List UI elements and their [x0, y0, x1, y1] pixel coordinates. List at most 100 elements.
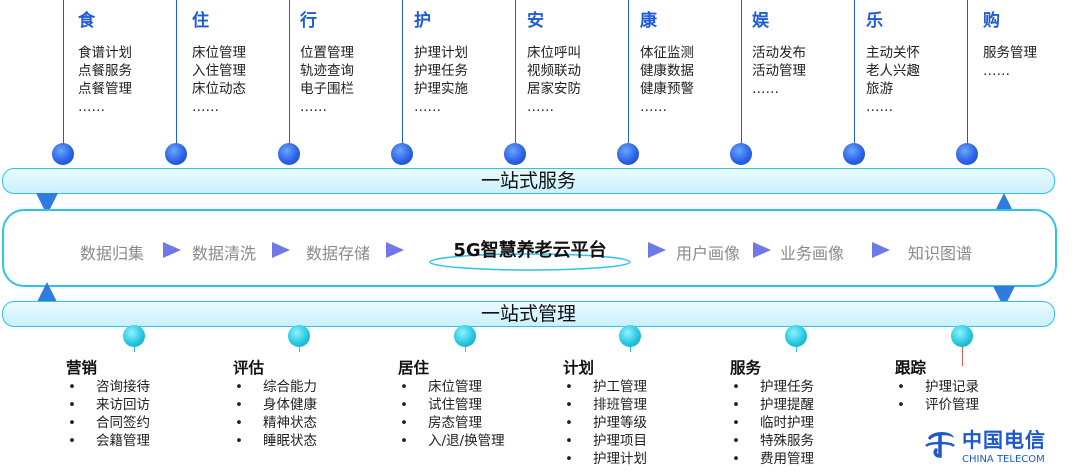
list-item: •护理提醒 — [730, 396, 814, 414]
flow-arrow-icon — [753, 242, 771, 258]
list-item: •房态管理 — [398, 414, 505, 432]
management-bar: 一站式管理 — [2, 301, 1055, 327]
connector-line — [962, 340, 963, 366]
bullet: • — [235, 379, 243, 395]
item-text: 咨询接待 — [96, 379, 150, 395]
list-item: • 综合能力 — [233, 378, 317, 396]
item-text: 护理记录 — [925, 379, 979, 395]
column-item: 床位动态 — [192, 81, 246, 97]
list-item: • 试住管理 — [398, 396, 505, 414]
list-item: • 合同签约 — [66, 414, 150, 432]
bullet: • — [235, 415, 243, 431]
node-dot — [391, 143, 413, 165]
list-item: • 特殊服务 — [730, 432, 814, 450]
list-item: •排班管理 — [563, 396, 647, 414]
column-heading: 康 — [640, 11, 657, 31]
list-item: •床位管理 — [398, 378, 505, 396]
column-item: …… — [300, 99, 327, 115]
bullet: • — [68, 397, 76, 413]
connector-line — [289, 0, 290, 145]
item-text: 护理等级 — [593, 415, 647, 431]
item-text: 入/退/换管理 — [428, 433, 505, 449]
column-heading: 评估 — [233, 359, 265, 377]
flow-step: 数据归集 — [80, 244, 145, 263]
item-text: 综合能力 — [263, 379, 317, 395]
column-item: 点餐管理 — [78, 81, 132, 97]
column-item: 入住管理 — [192, 63, 246, 79]
flow-step: 知识图谱 — [908, 244, 973, 263]
bullet: • — [565, 397, 573, 413]
node-dot — [951, 325, 973, 347]
column-heading: 护 — [414, 11, 431, 31]
column-heading: 娱 — [752, 11, 769, 31]
bullet: • — [68, 415, 76, 431]
bullet: • — [565, 433, 573, 449]
item-text: 睡眠状态 — [263, 433, 317, 449]
column-item: 老人兴趣 — [866, 63, 920, 79]
column-item: 体征监测 — [640, 45, 694, 61]
column-item: 活动发布 — [752, 45, 806, 61]
bullet: • — [732, 451, 740, 467]
flow-arrow-icon — [648, 242, 666, 258]
list-item: • 费用管理 — [730, 450, 814, 468]
bottom-column-plan: 计划 • 护工管理 •排班管理 • 护理等级 •护理项目 • 护理计划 — [563, 356, 647, 468]
column-item: …… — [983, 63, 1010, 79]
list-item: •会籍管理 — [66, 432, 150, 450]
flow-arrow-icon — [872, 242, 890, 258]
node-dot — [785, 325, 807, 347]
item-text: 护工管理 — [593, 379, 647, 395]
item-text: 精神状态 — [263, 415, 317, 431]
column-item: 健康预警 — [640, 81, 694, 97]
column-heading: 住 — [192, 11, 209, 31]
item-text: 特殊服务 — [760, 433, 814, 449]
item-text: 试住管理 — [428, 397, 482, 413]
item-text: 来访回访 — [96, 397, 150, 413]
list-item: • 护理等级 — [563, 414, 647, 432]
column-item: 床位呼叫 — [527, 45, 581, 61]
bullet: • — [235, 397, 243, 413]
item-text: 房态管理 — [428, 415, 482, 431]
logo-text-cn: 中国电信 — [962, 428, 1046, 452]
column-item: 护理任务 — [414, 63, 468, 79]
column-item: 轨迹查询 — [300, 63, 354, 79]
list-item: • 身体健康 — [233, 396, 317, 414]
bullet: • — [400, 397, 408, 413]
connector-line — [967, 0, 968, 145]
column-item: 电子围栏 — [300, 81, 354, 97]
connector-line — [628, 0, 629, 145]
node-dot — [956, 143, 978, 165]
bullet: • — [565, 415, 573, 431]
flow-step: 用户画像 — [676, 244, 741, 263]
node-dot — [278, 143, 300, 165]
logo-text-en: CHINA TELECOM — [962, 454, 1045, 465]
list-item: •睡眠状态 — [233, 432, 317, 450]
column-item: 活动管理 — [752, 63, 806, 79]
connector-line — [63, 0, 64, 145]
item-text: 费用管理 — [760, 451, 814, 467]
column-heading: 购 — [983, 11, 1000, 31]
item-text: 合同签约 — [96, 415, 150, 431]
connector-line — [402, 0, 403, 145]
list-item: •护理项目 — [563, 432, 647, 450]
column-item: 床位管理 — [192, 45, 246, 61]
item-text: 身体健康 — [263, 397, 317, 413]
bottom-column-service: 服务 •护理任务 •护理提醒 •临时护理 •特殊服务 •费用管理 — [730, 356, 814, 468]
column-heading: 食 — [78, 11, 95, 31]
column-heading: 服务 — [730, 359, 762, 377]
node-dot — [165, 143, 187, 165]
column-item: …… — [640, 99, 667, 115]
platform-title: 5G智慧养老云平台 — [453, 240, 607, 261]
item-text: 临时护理 — [760, 415, 814, 431]
column-item: 视频联动 — [527, 63, 581, 79]
column-heading: 乐 — [866, 11, 883, 31]
column-heading: 计划 — [563, 359, 595, 377]
item-text: 护理计划 — [593, 451, 647, 467]
node-dot — [843, 143, 865, 165]
node-dot — [617, 143, 639, 165]
bullet: • — [732, 433, 740, 449]
item-text: 护理提醒 — [760, 397, 814, 413]
connector-line — [176, 0, 177, 145]
bullet: • — [565, 451, 573, 467]
arrow-up-icon — [36, 282, 58, 304]
column-heading: 安 — [527, 11, 544, 31]
